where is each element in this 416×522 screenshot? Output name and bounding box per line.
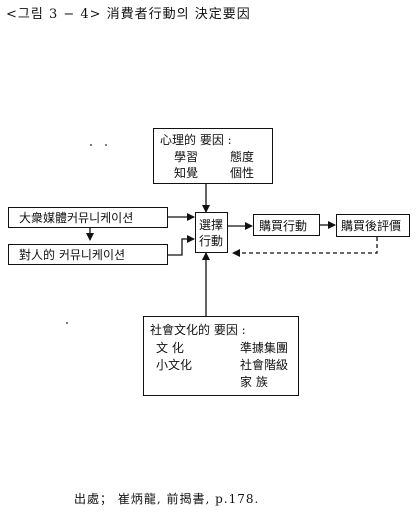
socio-cultural-factors-heading: 社會文化的 要因 : [150, 323, 246, 337]
choice-behavior-line2: 行動 [199, 234, 224, 248]
scan-speck [105, 144, 107, 146]
socio-cultural-item-reference-group: 準據集團 [240, 341, 289, 355]
psychological-item-learning: 學習 [174, 150, 199, 164]
psychological-item-attitude: 態度 [230, 150, 255, 164]
choice-behavior-box: 選擇 行動 [195, 212, 228, 253]
feedback-arrow-post-purchase-to-choice [232, 237, 378, 257]
figure-source: 出處； 崔炳龍, 前揭書, p.178. [74, 492, 260, 506]
psychological-item-perception: 知覺 [174, 166, 199, 180]
psychological-item-personality: 個性 [230, 166, 255, 180]
arrow-interpersonal-to-choice [168, 235, 195, 256]
interpersonal-communication-label: 對人的 커뮤니케이션 [19, 248, 126, 262]
scan-speck [66, 322, 68, 324]
mass-media-communication-label: 大衆媒體커뮤니케이션 [19, 211, 134, 225]
scan-speck [90, 144, 92, 146]
socio-cultural-factors-box: 社會文化的 要因 : 文 化 準據集團 小文化 社會階級 家 族 [143, 316, 299, 396]
socio-cultural-item-subculture: 小文化 [156, 358, 193, 372]
psychological-factors-heading: 心理的 要因 : [160, 133, 232, 147]
purchase-behavior-box: 購買行動 [253, 214, 320, 236]
mass-media-communication-box: 大衆媒體커뮤니케이션 [8, 207, 168, 228]
socio-cultural-item-family: 家 族 [240, 375, 268, 389]
choice-behavior-line1: 選擇 [199, 218, 224, 232]
socio-cultural-item-social-class: 社會階級 [240, 358, 289, 372]
post-purchase-evaluation-box: 購買後評價 [336, 214, 410, 237]
post-purchase-evaluation-label: 購買後評價 [341, 219, 402, 233]
interpersonal-communication-box: 對人的 커뮤니케이션 [8, 244, 168, 265]
figure-title: <그림 3 − 4> 消費者行動의 決定要因 [6, 7, 251, 22]
psychological-factors-box: 心理的 要因 : 學習 態度 知覺 個性 [153, 128, 273, 184]
socio-cultural-item-culture: 文 化 [156, 341, 184, 355]
purchase-behavior-label: 購買行動 [259, 219, 308, 233]
